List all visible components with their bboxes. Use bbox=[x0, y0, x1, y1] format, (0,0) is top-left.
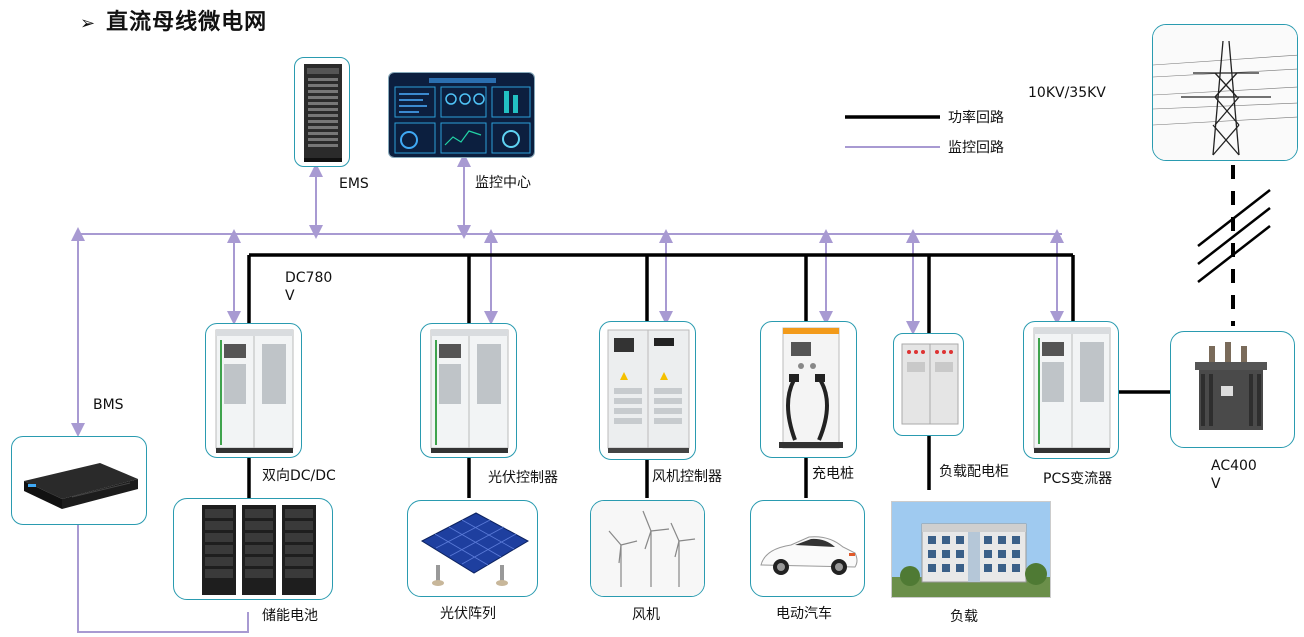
wind-turbine-image bbox=[590, 500, 705, 597]
charging-pile-image bbox=[760, 321, 857, 458]
dcdc-cabinet-image bbox=[205, 323, 302, 458]
bms-device-image bbox=[11, 436, 147, 525]
transformer-image bbox=[1170, 331, 1295, 448]
load-cabinet-image bbox=[893, 333, 964, 436]
ev-image bbox=[750, 500, 865, 597]
title-text: 直流母线微电网 bbox=[106, 10, 268, 35]
pv-array-label: 光伏阵列 bbox=[440, 606, 496, 622]
pcs-converter-image bbox=[1023, 321, 1119, 459]
legend-power-label: 功率回路 bbox=[948, 110, 1004, 126]
ac-voltage-label: AC400 V bbox=[1211, 458, 1257, 492]
pv-array-image bbox=[407, 500, 538, 597]
load-cabinet-label: 负载配电柜 bbox=[939, 464, 1009, 480]
dc-voltage-label: DC780 V bbox=[285, 270, 333, 304]
wind-controller-label: 风机控制器 bbox=[652, 469, 722, 485]
arrow-bullet-icon: ➢ bbox=[80, 13, 97, 34]
power-bus bbox=[247, 253, 1170, 498]
pv-controller-label: 光伏控制器 bbox=[488, 470, 558, 486]
monitor-center-label: 监控中心 bbox=[475, 175, 531, 191]
ems-label: EMS bbox=[339, 176, 369, 192]
transmission-tower-image bbox=[1152, 24, 1298, 161]
ems-server-image bbox=[294, 57, 350, 167]
wind-controller-image bbox=[599, 321, 696, 460]
wind-turbine-label: 风机 bbox=[632, 607, 660, 623]
ev-label: 电动汽车 bbox=[776, 606, 832, 622]
monitor-bus bbox=[71, 153, 1064, 633]
bms-label: BMS bbox=[93, 397, 124, 413]
monitor-center-screen bbox=[388, 72, 535, 158]
pv-controller-image bbox=[420, 323, 517, 458]
grid-connection bbox=[1197, 165, 1271, 326]
dcdc-label: 双向DC/DC bbox=[262, 468, 336, 484]
legend-monitor-label: 监控回路 bbox=[948, 140, 1004, 156]
storage-battery-image bbox=[173, 498, 333, 600]
charging-pile-label: 充电桩 bbox=[812, 466, 854, 482]
storage-battery-label: 储能电池 bbox=[262, 608, 318, 624]
pcs-label: PCS变流器 bbox=[1043, 471, 1113, 487]
grid-voltage-label: 10KV/35KV bbox=[1028, 85, 1106, 101]
load-building-image bbox=[891, 501, 1051, 598]
page-title: ➢ 直流母线微电网 bbox=[80, 4, 267, 36]
load-label: 负载 bbox=[950, 609, 978, 625]
